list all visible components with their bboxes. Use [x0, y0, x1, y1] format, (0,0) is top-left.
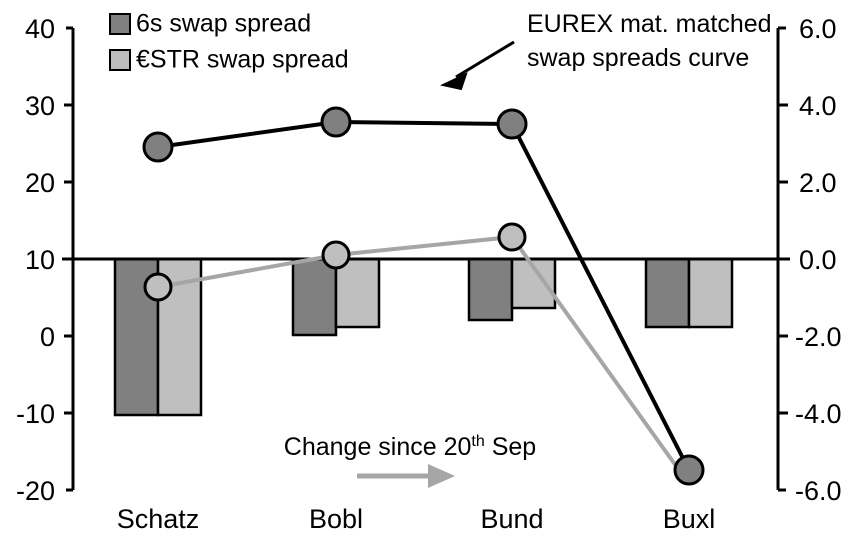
legend-swatch-estr-icon — [109, 49, 131, 71]
eurex-marker-bobl[interactable] — [320, 106, 352, 138]
right-tick-label-4: 4.0 — [799, 91, 837, 121]
change-note-annotation: Change since 20th Sep — [284, 433, 536, 488]
category-label-bobl: Bobl — [309, 504, 363, 534]
change-line-path — [157, 234, 691, 486]
right-tick-label-2: 2.0 — [799, 168, 837, 198]
left-tick-label-10: 10 — [25, 245, 55, 275]
left-tick-label-40: 40 — [25, 14, 55, 44]
legend-label-estr: €STR swap spread — [136, 46, 349, 74]
category-label-bund: Bund — [480, 504, 543, 534]
bar-6s-buxl[interactable] — [644, 257, 691, 329]
callout-line-2: swap spreads curve — [527, 44, 749, 72]
bar-estr-bund[interactable] — [510, 257, 557, 310]
change-note-text: Change since 20th Sep — [284, 433, 536, 461]
change-note-after: Sep — [485, 433, 536, 461]
right-tick-label-6: 6.0 — [799, 14, 837, 44]
series-change-since-sep — [143, 222, 691, 486]
left-tick-label-minus20: -20 — [16, 476, 55, 506]
bar-group-buxl — [644, 257, 734, 329]
bar-group-bund — [467, 257, 557, 322]
right-tick-label-minus4: -4.0 — [795, 399, 842, 429]
right-tick-label-minus2: -2.0 — [795, 322, 842, 352]
x-axis-categories: Schatz Bobl Bund Buxl — [117, 504, 716, 534]
eurex-marker-bund[interactable] — [496, 108, 528, 140]
left-axis: 40 30 20 10 0 -10 -20 — [16, 14, 75, 506]
chart-legend: 6s swap spread €STR swap spread — [109, 10, 349, 74]
eurex-line-path — [157, 119, 691, 471]
bar-group-bobl — [291, 257, 381, 337]
category-label-schatz: Schatz — [117, 504, 200, 534]
change-marker-bund[interactable] — [497, 222, 527, 252]
change-note-arrow-icon — [357, 464, 455, 488]
bar-estr-bobl[interactable] — [334, 257, 381, 329]
change-note-before: Change since 20 — [284, 433, 472, 461]
left-tick-label-20: 20 — [25, 168, 55, 198]
change-note-superscript: th — [471, 433, 484, 450]
right-axis: 6.0 4.0 2.0 0.0 -2.0 -4.0 -6.0 — [776, 14, 842, 506]
series-eurex-curve — [142, 106, 705, 486]
category-label-buxl: Buxl — [663, 504, 716, 534]
eurex-marker-schatz[interactable] — [142, 131, 174, 163]
callout-line-1: EUREX mat. matched — [527, 10, 772, 38]
eurex-marker-buxl[interactable] — [673, 454, 705, 486]
bar-estr-buxl[interactable] — [687, 257, 734, 329]
left-tick-label-0: 0 — [40, 322, 55, 352]
legend-swatch-6s-icon — [109, 13, 131, 35]
legend-label-6s: 6s swap spread — [136, 10, 311, 38]
right-tick-label-0: 0.0 — [799, 245, 837, 275]
curve-callout-annotation: EUREX mat. matched swap spreads curve — [439, 10, 772, 91]
bar-6s-bund[interactable] — [467, 257, 514, 322]
change-marker-schatz[interactable] — [143, 272, 173, 302]
left-tick-label-minus10: -10 — [16, 399, 55, 429]
change-marker-bobl[interactable] — [321, 240, 351, 270]
right-tick-label-minus6: -6.0 — [795, 476, 842, 506]
left-tick-label-30: 30 — [25, 91, 55, 121]
callout-arrow-icon — [439, 40, 515, 91]
bar-6s-bobl[interactable] — [291, 257, 338, 337]
